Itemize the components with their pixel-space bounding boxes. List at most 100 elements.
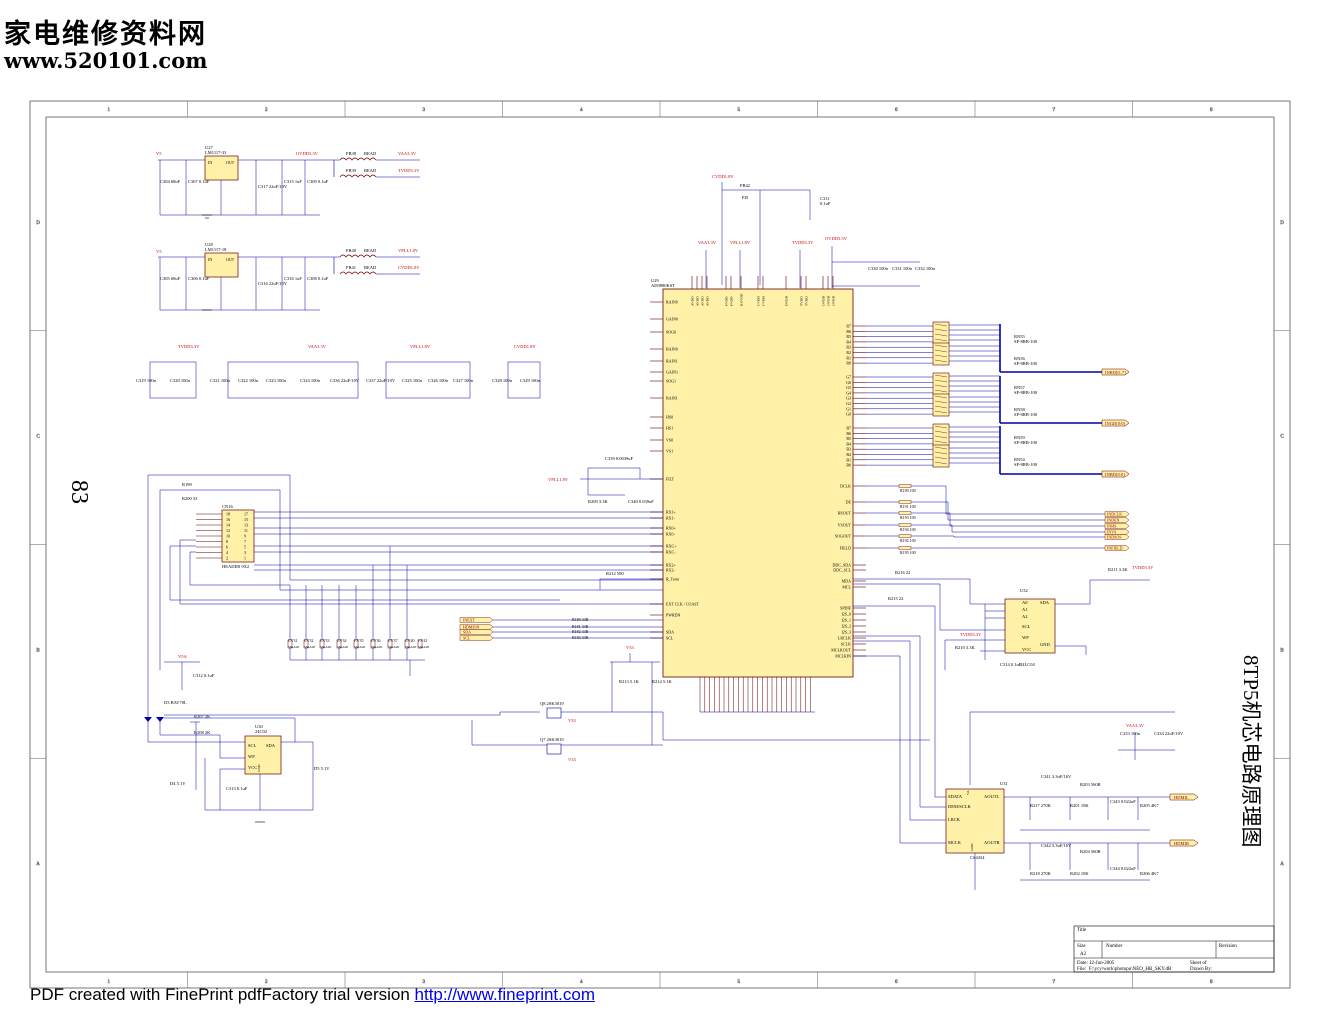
r211: R211 3.3K [1108, 567, 1128, 572]
zone-col-bottom: 7 [1053, 980, 1056, 985]
u29-pin-top: OVDD [822, 295, 826, 306]
u29-pin-left: RX1- [666, 516, 676, 521]
tb-revision: Revision [1219, 944, 1237, 949]
u32-net-top: TVDD3.3V [1132, 565, 1154, 570]
u31-pin-aoutl: AOUTL [984, 794, 999, 799]
sync-port: INHS [1107, 524, 1116, 529]
v33-top: V33 [626, 645, 634, 650]
u27-cap-2: C317 22uF/10V [258, 184, 288, 189]
u29-pin-right: LRCLK [838, 636, 851, 641]
u31-pin-sdata: SDATA [948, 794, 963, 799]
audio-dac-u31: VAA3.3V C333 100n C334 22uF/10V U31 SDAT… [853, 605, 1199, 890]
svg-text:IN: IN [208, 257, 212, 262]
dg3-cap1: C329 100n [520, 378, 541, 383]
esd-cap-val: 56nA20 [371, 645, 383, 649]
u29-pin-right: B6 [846, 431, 851, 436]
zone-row-right: B [1280, 648, 1284, 653]
u29-pin-right: G4 [846, 390, 851, 395]
u29-pin-top: TVDD [800, 296, 804, 306]
u29-pin-left: BAIN0 [666, 347, 678, 352]
cn16-pin: 9 [244, 534, 246, 539]
u27-ref: U27 [205, 145, 213, 150]
zone-col-bottom: 6 [895, 980, 898, 985]
u29-pin-right: MDA [842, 579, 851, 584]
u32-pin-gnd: GND [1040, 642, 1050, 647]
u29-pin-right: MCLKOUT [831, 648, 851, 653]
dg0-cap1: C320 100n [170, 378, 191, 383]
svg-text:IN: IN [208, 160, 212, 165]
c314: C314 0.1uF [1000, 662, 1022, 667]
zone-row-right: A [1280, 862, 1284, 867]
u29-pin-left: VS0 [666, 438, 673, 443]
c333: C333 100n [1120, 731, 1141, 736]
u28-cap-1: C306 0.1uF [188, 276, 210, 281]
u30-net: V5A [178, 654, 187, 659]
u31-ref: U31 [1000, 781, 1008, 786]
cn16-pin: 8 [226, 539, 228, 544]
port-hdmir: HDMIR [1174, 841, 1189, 846]
footer-link[interactable]: http://www.fineprint.com [414, 985, 595, 1004]
u29-pin-left: RX2- [666, 568, 676, 573]
u28-cap-4: C308 0.1uF [307, 276, 329, 281]
bead-0-label: BEAD [364, 151, 377, 156]
u32-pin-a1: A1 [1022, 607, 1028, 612]
v33-q7: V33 [568, 757, 576, 762]
u28-part: LM1117-18 [205, 247, 227, 252]
u32-pin-sda: SDA [1040, 600, 1050, 605]
r212: R212 500 [606, 571, 624, 576]
esd-cap: CV33 [320, 638, 330, 643]
u28-ref: U28 [205, 242, 213, 247]
u29-pin-right: I2S_1 [841, 618, 851, 623]
u29-pin-right: G7 [846, 375, 851, 380]
ctrl-res: R181 33R [572, 624, 589, 629]
u29-pin-right: B2 [846, 452, 851, 457]
r207: R207 2K [194, 714, 211, 719]
r218: R218 270K [1030, 871, 1052, 876]
zone-row-left: A [36, 862, 40, 867]
ctrl-port: SCL [463, 636, 471, 641]
u29-pin-right: B1 [846, 457, 851, 462]
u30-part: 24C02 [255, 729, 267, 734]
decoupling-groups: TVDD3.3V C319 100n C320 100n VAA3.3V C32… [136, 344, 541, 399]
zone-col-bottom: 5 [738, 980, 741, 985]
level-shift: V33 R213 5.1K R214 5.1K Q8 2SK3019 Q7 2S… [471, 645, 930, 762]
sync-res: R190 100 [900, 488, 916, 493]
port-hdmil: HDMIL [1174, 795, 1189, 800]
output-buses: INRD[0..7] INGD[0:0] INBD[0:0] [999, 324, 1130, 478]
u29-pin-right: G6 [846, 380, 851, 385]
u30-diode: D3 BAV70L [164, 700, 187, 705]
ctrl-res: R180 33R [572, 617, 589, 622]
bead-0-net: VAA3.3V [398, 151, 417, 156]
esd-cap: CV32 [304, 638, 314, 643]
c311-val: 0.1uF [820, 201, 831, 206]
sync-port: INDCLK [1107, 512, 1122, 517]
c330: C330 100n [868, 266, 889, 271]
r203: R203 560R [1080, 782, 1101, 787]
u29-pin-left: GAIN1 [666, 370, 678, 375]
cn16-pin: 5 [244, 545, 246, 550]
u29-pin-left: RX0+ [666, 526, 677, 531]
esd-cap: CV31 [288, 638, 298, 643]
c344: C344 0.022uF [1110, 866, 1136, 871]
footer-text: PDF created with FinePrint pdfFactory tr… [30, 985, 415, 1004]
sync-port: INDEN [1107, 518, 1120, 523]
r210: R210 3.3K [955, 645, 976, 650]
d5: D5 5.1V [314, 766, 330, 771]
rn56-val: SP-8RB-100 [1014, 361, 1038, 366]
u29-pin-right: VSOUT [838, 523, 852, 528]
u29-pin-top: DVDD [785, 295, 789, 306]
c343: C343 0.022uF [1110, 799, 1136, 804]
u29-pin-top: RXVDD [740, 293, 744, 306]
u29-pin-left: RXC- [666, 550, 676, 555]
tb-date-label: Date: [1077, 961, 1088, 966]
u29-pin-right: B5 [846, 436, 851, 441]
sync-port: INDSOS [1107, 535, 1121, 540]
r204: R204 560R [1080, 849, 1101, 854]
dg0-net: TVDD3.3V [178, 344, 200, 349]
u29-pin-left: RAIN0 [666, 300, 678, 305]
ctrl-res: R183 33R [572, 635, 589, 640]
dg2-cap0: C337 22uF/10V [366, 378, 396, 383]
u30-pin-sda: SDA [266, 743, 276, 748]
u29-pin-left: SOG1 [666, 379, 676, 384]
